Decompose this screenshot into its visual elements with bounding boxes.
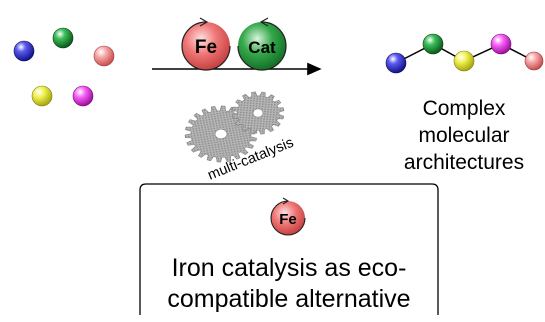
iron-catalysis-box: Fe Iron catalysis as eco- compatible alt… (139, 183, 439, 315)
box-fe-label: Fe (279, 211, 297, 228)
chain-yellow-sphere (453, 50, 475, 72)
magenta-sphere (72, 85, 94, 107)
rotation-arrow-icon (181, 21, 231, 71)
rotation-arrow-icon (237, 21, 287, 71)
fe-label: Fe (195, 37, 217, 58)
cat-cocatalyst: Cat (237, 17, 287, 71)
product-caption: Complex molecular architectures (404, 97, 524, 174)
gears-icon (184, 91, 285, 163)
fe-catalyst: Fe (181, 17, 231, 71)
chain-pink-sphere (524, 51, 544, 71)
product-chain (385, 33, 544, 74)
chain-green-sphere (422, 33, 444, 55)
blue-sphere (13, 40, 35, 62)
rotation-arrow-icon (270, 200, 306, 236)
chain-blue-sphere (385, 52, 407, 74)
box-fe-catalyst: Fe (270, 197, 306, 236)
yellow-sphere (31, 85, 53, 107)
product-line-1: Complex (423, 97, 506, 120)
box-line-1: Iron catalysis as eco- (172, 254, 407, 282)
starting-spheres (13, 27, 115, 107)
pink-sphere (93, 45, 115, 67)
green-sphere (52, 27, 74, 49)
product-line-2: molecular (418, 124, 509, 147)
product-line-3: architectures (404, 151, 524, 174)
chain-magenta-sphere (490, 33, 512, 55)
box-line-2: compatible alternative (167, 285, 410, 313)
cat-label: Cat (248, 38, 276, 57)
